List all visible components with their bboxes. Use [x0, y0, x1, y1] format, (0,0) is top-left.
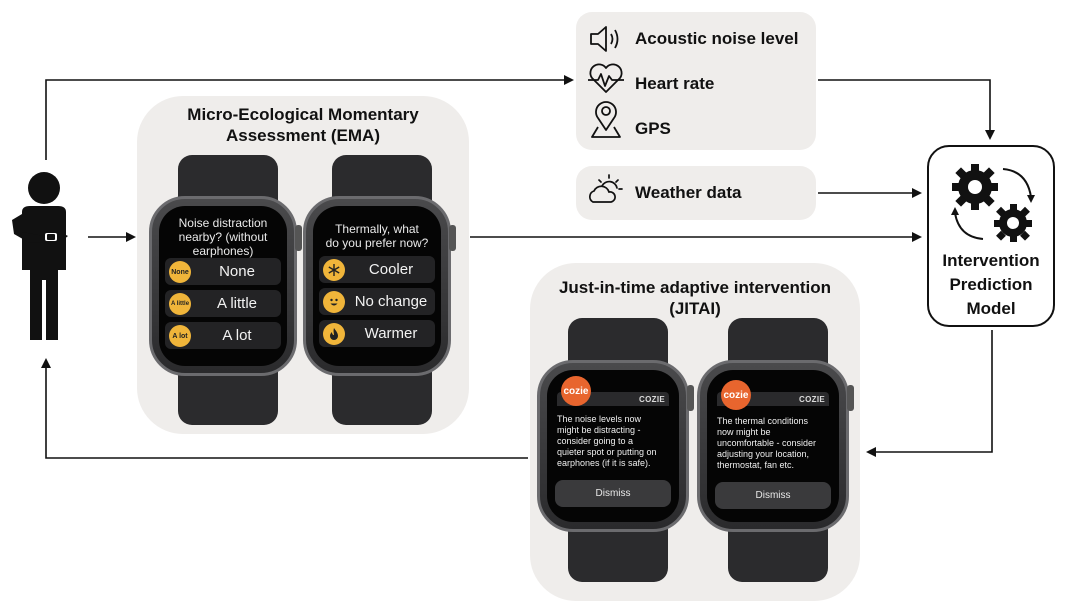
- option-warmer[interactable]: Warmer: [319, 320, 435, 347]
- option-no-change[interactable]: No change: [319, 288, 435, 315]
- jitai-title: Just-in-time adaptive intervention (JITA…: [530, 277, 860, 319]
- gears-icon: [951, 164, 1035, 242]
- thermal-question-line1: Thermally, what: [335, 222, 419, 236]
- ema-question-line2: nearby? (without: [178, 230, 268, 244]
- watch-crown: [847, 385, 854, 411]
- arrow-sensors-to-model: [818, 79, 995, 140]
- heart-rate-icon: [588, 63, 624, 93]
- arrow-model-to-jitai: [866, 330, 993, 457]
- option-none[interactable]: None None: [165, 258, 281, 285]
- notification-line: quieter spot or putting on: [557, 447, 657, 457]
- intervention-prediction-model: Intervention Prediction Model: [927, 145, 1055, 327]
- notification-line: The noise levels now: [557, 414, 642, 424]
- option-a-little[interactable]: A little A little: [165, 290, 281, 317]
- option-warmer-label: Warmer: [364, 325, 418, 342]
- dismiss-button[interactable]: Dismiss: [715, 482, 831, 509]
- notification-line: consider going to a: [557, 436, 634, 446]
- notification-line: now might be: [717, 427, 771, 437]
- thermal-question-line2: do you prefer now?: [325, 236, 429, 250]
- watch-crown: [687, 385, 694, 411]
- watch-screen: Noise distraction nearby? (without earph…: [159, 206, 287, 366]
- weather-panel: [576, 166, 816, 220]
- jitai-title-line2: (JITAI): [669, 299, 721, 318]
- watch-crown: [295, 225, 302, 251]
- watch-screen: cozie COZIE The thermal conditions now m…: [707, 370, 839, 522]
- ema-title: Micro-Ecological Momentary Assessment (E…: [137, 104, 469, 146]
- notification-message: The thermal conditions now might be unco…: [717, 416, 829, 471]
- option-no-change-label: No change: [354, 293, 428, 310]
- notification-line: uncomfortable - consider: [717, 438, 817, 448]
- notification-line: adjusting your location,: [717, 449, 810, 459]
- cozie-logo: cozie: [561, 376, 591, 406]
- model-title-line2: Prediction: [949, 275, 1033, 294]
- option-none-icon: None: [169, 261, 191, 283]
- option-cooler[interactable]: Cooler: [319, 256, 435, 283]
- cozie-tag: COZIE: [639, 395, 665, 404]
- flame-icon: [323, 323, 345, 345]
- cozie-logo: cozie: [721, 380, 751, 410]
- dismiss-button[interactable]: Dismiss: [555, 480, 671, 507]
- cozie-tag: COZIE: [799, 395, 825, 404]
- option-a-little-label: A little: [216, 295, 258, 312]
- weather-label: Weather data: [635, 183, 742, 202]
- model-title-line3: Model: [966, 299, 1016, 318]
- ema-title-line1: Micro-Ecological Momentary: [187, 105, 419, 124]
- snowflake-icon: [323, 259, 345, 281]
- speaker-icon: [590, 26, 619, 52]
- notification-line: earphones (if it is safe).: [557, 458, 651, 468]
- cloud-sun-icon: [589, 174, 623, 203]
- person-icon: [12, 172, 68, 340]
- notification-line: might be distracting -: [557, 425, 641, 435]
- watch-screen: Thermally, what do you prefer now? Coole…: [313, 206, 441, 366]
- sensor-noise-label: Acoustic noise level: [635, 29, 799, 48]
- option-none-label: None: [219, 263, 255, 280]
- smiley-icon: [323, 291, 345, 313]
- ema-title-line2: Assessment (EMA): [226, 126, 380, 145]
- sensor-heart-label: Heart rate: [635, 74, 715, 93]
- watch-strap-top: [568, 318, 668, 368]
- option-a-lot-label: A lot: [222, 327, 252, 344]
- ema-question-line1: Noise distraction: [178, 216, 268, 230]
- location-pin-icon: [591, 101, 621, 138]
- option-cooler-label: Cooler: [368, 261, 414, 278]
- watch-screen: cozie COZIE The noise levels now might b…: [547, 370, 679, 522]
- option-a-lot[interactable]: A lot A lot: [165, 322, 281, 349]
- jitai-title-line1: Just-in-time adaptive intervention: [558, 278, 832, 297]
- arrow-jitai-to-person: [41, 358, 528, 459]
- notification-line: The thermal conditions: [717, 416, 809, 426]
- notification-line: thermostat, fan etc.: [717, 460, 795, 470]
- ema-question-line3: earphones): [192, 244, 254, 258]
- option-a-little-icon: A little: [169, 293, 191, 315]
- option-a-lot-icon: A lot: [169, 325, 191, 347]
- model-title-line1: Intervention: [942, 251, 1040, 270]
- watch-strap-top: [728, 318, 828, 368]
- arrow-person-to-sensors: [45, 75, 574, 160]
- sensor-gps-label: GPS: [635, 119, 671, 138]
- notification-message: The noise levels now might be distractin…: [557, 414, 669, 469]
- watch-crown: [449, 225, 456, 251]
